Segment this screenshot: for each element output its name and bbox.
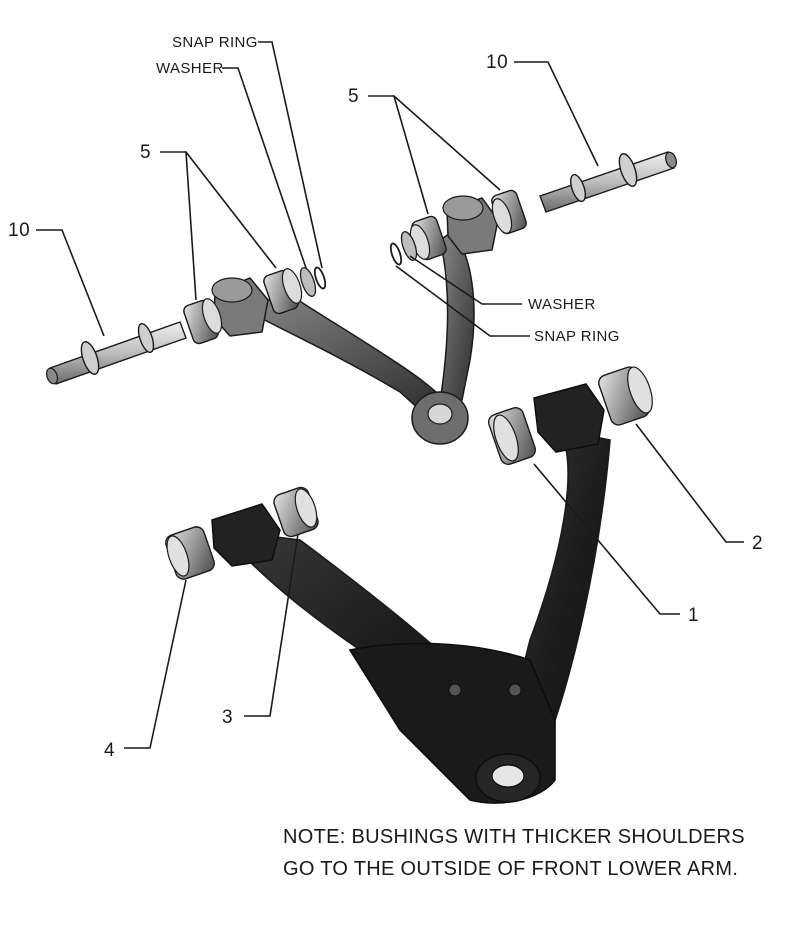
callout-3: 3 [222, 707, 233, 728]
callout-snap-ring-top: SNAP RING [172, 34, 258, 51]
upper-bushing-left-outer [183, 298, 223, 345]
leader-lines [36, 41, 744, 749]
lower-bushing-4 [165, 526, 215, 580]
callout-4: 4 [104, 740, 115, 761]
callout-washer-top: WASHER [156, 60, 224, 77]
note-line-2: GO TO THE OUTSIDE OF FRONT LOWER ARM. [283, 858, 738, 880]
callout-snap-ring-right: SNAP RING [534, 328, 620, 345]
snap-ring-left [313, 266, 327, 290]
callout-washer-right: WASHER [528, 296, 596, 313]
callout-10-right: 10 [486, 52, 508, 73]
upper-control-arm [211, 195, 499, 445]
lower-bushing-1 [487, 407, 537, 465]
shaft-right [539, 151, 677, 213]
callout-5-upper-right: 5 [348, 86, 359, 107]
callout-5-upper-left: 5 [140, 142, 151, 163]
note-line-1: NOTE: BUSHINGS WITH THICKER SHOULDERS [283, 826, 745, 848]
lower-control-arm [211, 383, 611, 804]
callouts: SNAP RING WASHER 10 5 5 10 WASHER SNAP R… [8, 34, 763, 761]
callout-10-left: 10 [8, 220, 30, 241]
washer-left [299, 267, 317, 297]
washer-right [400, 231, 418, 261]
callout-2: 2 [752, 533, 763, 554]
lower-bushing-3 [273, 486, 319, 538]
shaft-left [46, 321, 187, 385]
snap-ring-right [389, 242, 403, 266]
upper-bushing-left-inner [263, 268, 303, 315]
assembly-note: NOTE: BUSHINGS WITH THICKER SHOULDERS GO… [283, 826, 745, 880]
lower-bushing-2 [598, 366, 653, 426]
upper-bushing-right-outer [491, 189, 527, 235]
callout-1: 1 [688, 605, 699, 626]
